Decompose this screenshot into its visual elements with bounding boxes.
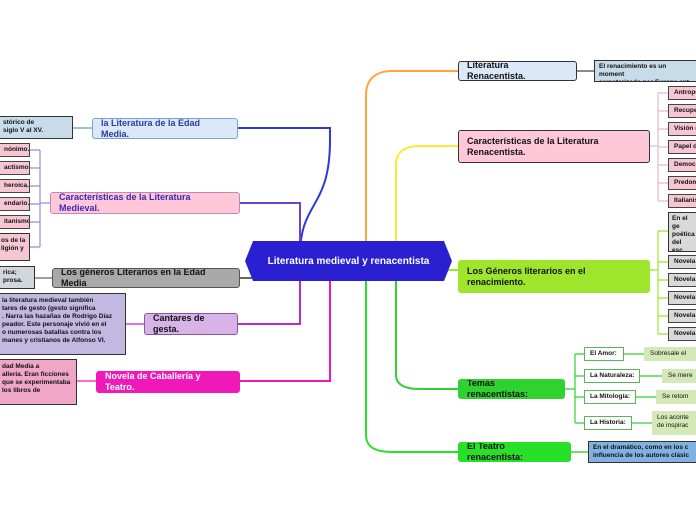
- ren-item-3[interactable]: Visión d: [668, 122, 696, 136]
- ren-item-2[interactable]: Recupe: [668, 104, 696, 118]
- generos-ren-item-3[interactable]: Novela: [668, 273, 696, 287]
- topic-cantares-de-gesta[interactable]: Cantares de gesta.: [144, 313, 238, 335]
- ren-item-7[interactable]: Italianis: [668, 194, 696, 208]
- topic-caracteristicas-medieval[interactable]: Características de la Literatura Medieva…: [50, 192, 240, 214]
- tema-naturaleza-note[interactable]: Se mere: [662, 369, 696, 383]
- ren-item-6[interactable]: Predom: [668, 176, 696, 190]
- topic-literatura-renacentista[interactable]: Literatura Renacentista.: [458, 61, 577, 81]
- note-cantares[interactable]: la literatura medieval también tares de …: [0, 293, 126, 355]
- generos-ren-item-4[interactable]: Novela: [668, 291, 696, 305]
- medieval-item-3[interactable]: heroica.: [0, 179, 30, 193]
- topic-temas-renacentistas[interactable]: Temas renacentistas:: [458, 379, 565, 399]
- medieval-item-4[interactable]: endario.: [0, 197, 30, 211]
- generos-ren-item-1[interactable]: En el ge poética del esc Cancio: [668, 212, 696, 252]
- ren-item-1[interactable]: Antropo: [668, 86, 696, 100]
- topic-generos-medieval[interactable]: Los géneros Literarios en la Edad Media: [52, 268, 240, 288]
- tema-historia-note[interactable]: Los aconte de inspirac: [652, 411, 696, 435]
- note-literatura-renacentista[interactable]: El renacimiento es un moment caracteriza…: [594, 60, 696, 82]
- tema-amor-note[interactable]: Sobresale el: [644, 347, 696, 361]
- ren-item-5[interactable]: Democ: [668, 158, 696, 172]
- medieval-item-2[interactable]: actismo: [0, 161, 30, 175]
- tema-mitologia-note[interactable]: Se retom: [656, 390, 696, 404]
- note-generos-medieval[interactable]: rica; prosa.: [0, 266, 35, 289]
- note-teatro[interactable]: En el dramático, como en los c influenci…: [588, 441, 696, 463]
- medieval-item-1[interactable]: nónimo.: [0, 143, 30, 157]
- topic-caracteristicas-renacentista[interactable]: Características de la Literatura Renacen…: [458, 130, 650, 163]
- tema-mitologia[interactable]: La Mitología:: [584, 390, 636, 404]
- generos-ren-item-2[interactable]: Novela: [668, 255, 696, 269]
- tema-amor[interactable]: El Amor:: [584, 347, 624, 361]
- tema-naturaleza[interactable]: La Naturaleza:: [584, 369, 640, 383]
- tema-historia[interactable]: La Historia:: [584, 416, 632, 430]
- topic-teatro-renacentista[interactable]: El Teatro renacentista:: [458, 442, 571, 462]
- central-topic[interactable]: Literatura medieval y renacentista: [245, 241, 452, 281]
- note-edad-media[interactable]: stórico de siglo V al XV.: [0, 116, 73, 139]
- medieval-item-5[interactable]: itanismo: [0, 215, 30, 229]
- medieval-item-6[interactable]: os de la ligión y: [0, 233, 30, 261]
- topic-novela-caballeria[interactable]: Novela de Caballería y Teatro.: [96, 371, 240, 393]
- ren-item-4[interactable]: Papel d: [668, 140, 696, 154]
- note-novela[interactable]: dad Media a allería. Eran ficciones que …: [0, 359, 77, 405]
- generos-ren-item-5[interactable]: Novela: [668, 309, 696, 323]
- topic-edad-media[interactable]: la Literatura de la Edad Media.: [92, 118, 238, 139]
- generos-ren-item-6[interactable]: Novela: [668, 327, 696, 341]
- topic-generos-renacentista[interactable]: Los Géneros literarios en el renacimient…: [458, 260, 650, 293]
